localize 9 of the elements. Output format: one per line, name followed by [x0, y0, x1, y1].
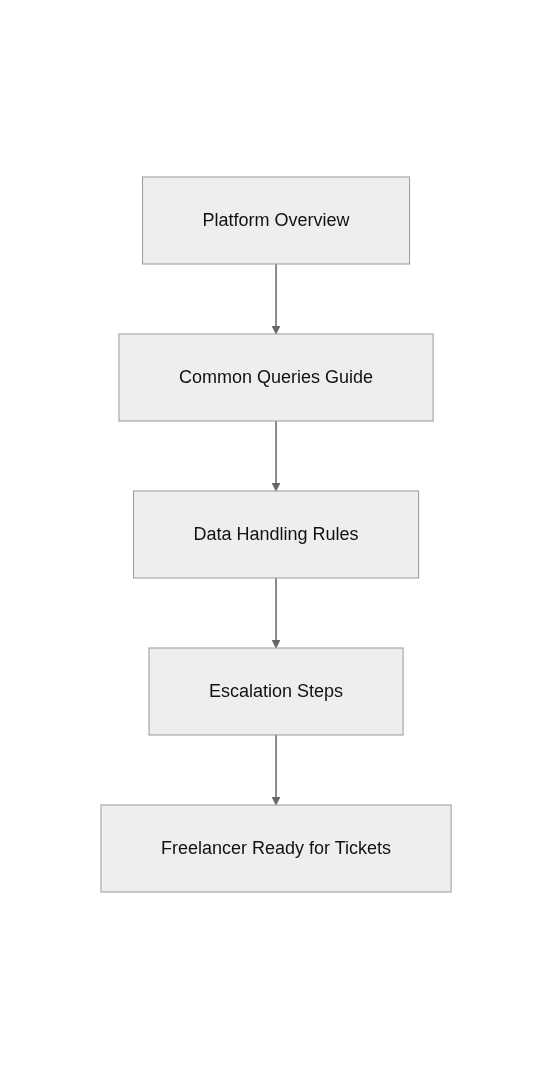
arrow — [271, 419, 281, 491]
arrow — [271, 576, 281, 648]
node-box: Freelancer Ready for Tickets — [100, 804, 452, 892]
node-box: Escalation Steps — [148, 647, 404, 735]
node-box: Data Handling Rules — [132, 490, 420, 578]
node-box: Common Queries Guide — [118, 333, 434, 421]
arrow — [271, 733, 281, 805]
arrow — [271, 262, 281, 334]
node-box: Platform Overview — [142, 176, 410, 264]
